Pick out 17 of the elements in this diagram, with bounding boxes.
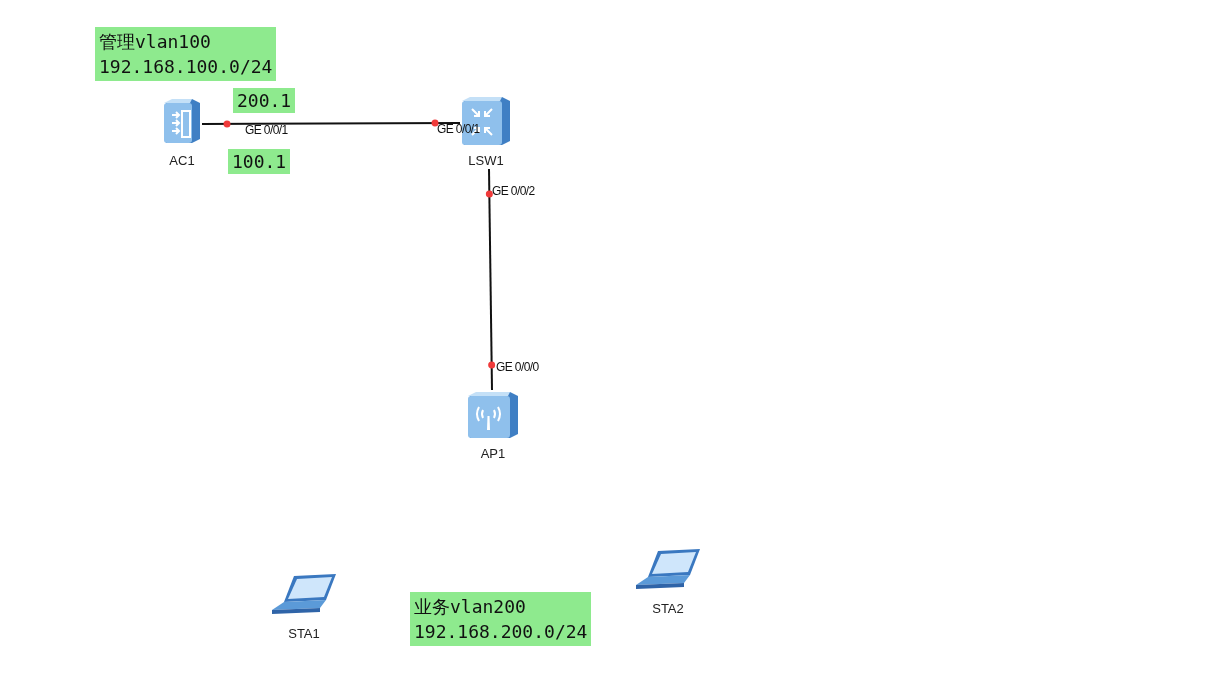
port-label: GE 0/0/1 — [245, 123, 288, 137]
device-label: STA2 — [652, 601, 684, 616]
port-label: GE 0/0/2 — [492, 184, 535, 198]
device-label: AC1 — [169, 153, 195, 168]
port-label: GE 0/0/0 — [496, 360, 539, 374]
subnet-address: 192.168.100.0/24 — [99, 55, 273, 79]
link-line — [485, 168, 496, 391]
device-label: STA1 — [288, 626, 320, 641]
device-label: AP1 — [480, 446, 506, 461]
ip-address: 100.1 — [232, 150, 287, 174]
port-label: GE 0/0/1 — [437, 122, 480, 136]
ip-address: 200.1 — [237, 89, 292, 113]
link-line — [201, 119, 461, 128]
device-label: LSW1 — [468, 153, 504, 168]
vlan-name: 管理vlan100 — [99, 30, 212, 54]
subnet-address: 192.168.200.0/24 — [414, 620, 588, 644]
vlan-name: 业务vlan200 — [414, 595, 527, 619]
